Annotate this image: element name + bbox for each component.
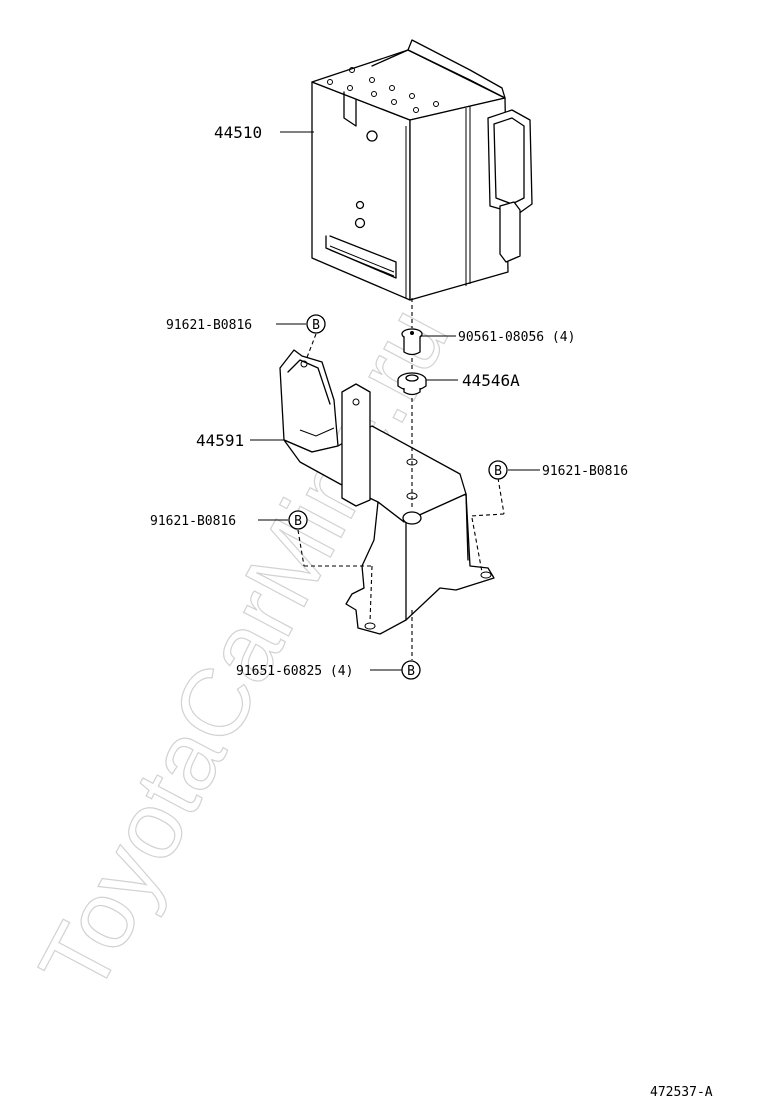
watermark-text: ToyotaCarMine.ru (19, 291, 469, 1010)
svg-text:B: B (294, 514, 302, 529)
marker-b-top-left: B (306, 314, 326, 334)
svg-text:B: B (407, 664, 415, 679)
label-bolt-right: 91621-B0816 (542, 464, 628, 479)
abs-actuator-drawing (311, 39, 533, 301)
cushion-drawing (397, 372, 427, 396)
marker-b-left: B (288, 510, 308, 530)
label-cushion: 44546A (462, 371, 520, 390)
label-collar: 90561-08056 (4) (458, 330, 575, 345)
marker-b-right: B (488, 460, 508, 480)
label-bolt-bottom: 91651-60825 (4) (236, 664, 353, 679)
leader-lines (250, 131, 540, 671)
label-bracket: 44591 (196, 431, 244, 450)
bracket-drawing (279, 349, 495, 635)
svg-text:B: B (312, 318, 320, 333)
label-bolt-left: 91621-B0816 (150, 514, 236, 529)
label-actuator: 44510 (214, 123, 262, 142)
reference-code: 472537-A (650, 1085, 713, 1100)
collar-drawing (401, 328, 423, 356)
marker-b-bottom: B (401, 660, 421, 680)
svg-text:B: B (494, 464, 502, 479)
label-bolt-top-left: 91621-B0816 (166, 318, 252, 333)
